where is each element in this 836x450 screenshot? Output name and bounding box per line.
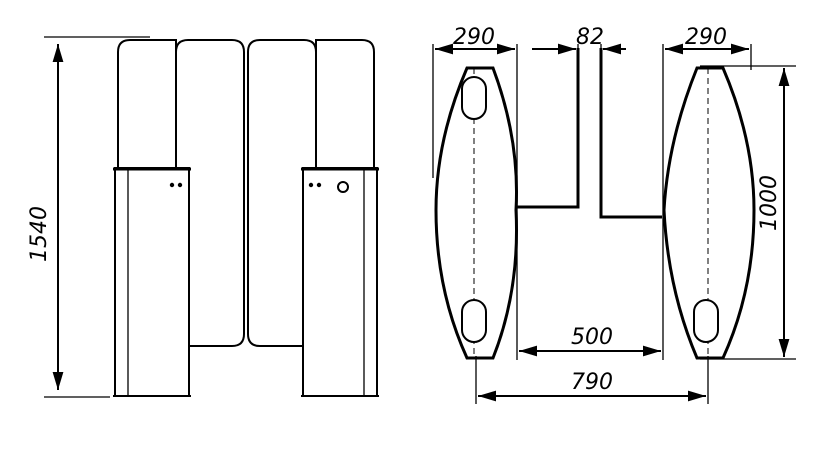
dim-1000-label: 1000	[757, 175, 782, 231]
right-flap-top	[599, 48, 662, 219]
left-flap-top	[517, 48, 580, 209]
height-label: 1540	[27, 206, 52, 262]
dim-290-left-label: 290	[453, 25, 495, 50]
dimension-290-right: 290	[665, 25, 749, 55]
left-top-slot	[461, 76, 487, 120]
dimension-500: 500	[519, 325, 661, 357]
dim-290-right-label: 290	[685, 25, 727, 50]
dim-500-label: 500	[571, 325, 613, 350]
right-flap-outer	[315, 39, 375, 169]
left-flap-outer	[117, 39, 177, 169]
left-cabinet-top	[434, 66, 518, 360]
height-dimension: 1540	[27, 36, 150, 398]
right-cabinet	[301, 167, 379, 397]
front-view: 1540	[27, 36, 379, 398]
left-bottom-slot	[461, 299, 487, 343]
dimension-290-left: 290	[435, 25, 515, 55]
dim-790-label: 790	[571, 370, 613, 395]
dim-82-label: 82	[576, 25, 604, 50]
right-top-slot	[693, 299, 719, 343]
right-cabinet-top	[662, 66, 756, 360]
dimension-790: 790	[478, 370, 706, 402]
top-view: 290 82 290 1000 500 790	[432, 25, 796, 404]
dimension-1000: 1000	[757, 68, 790, 357]
dimension-82: 82	[532, 25, 626, 55]
left-cabinet	[113, 167, 191, 397]
